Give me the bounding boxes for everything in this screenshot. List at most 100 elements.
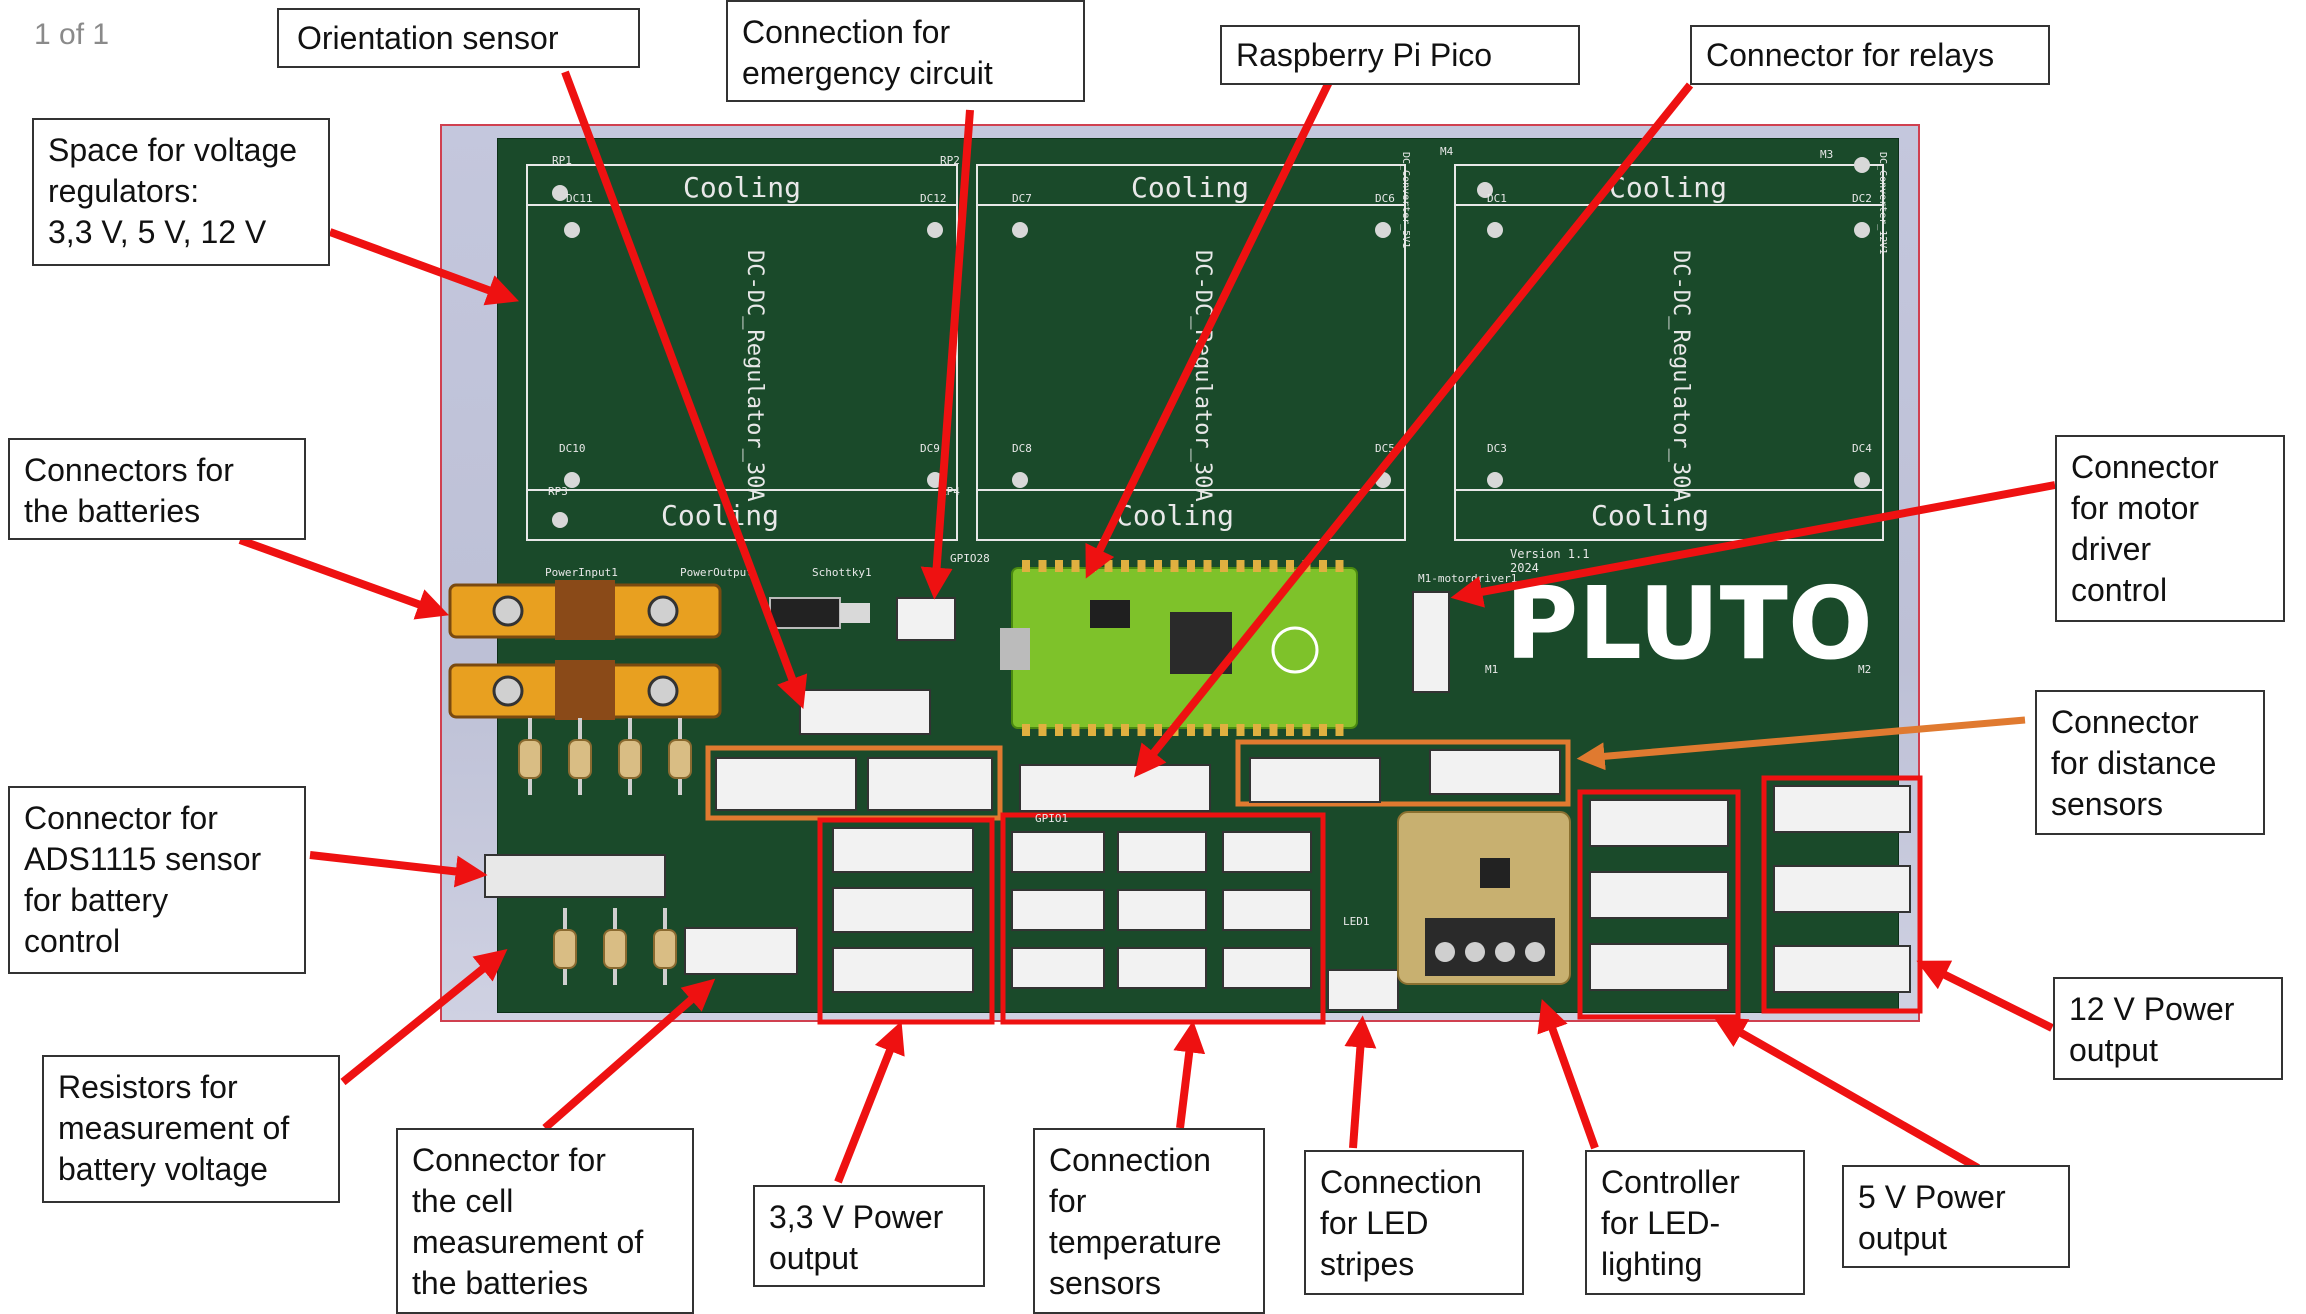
cooling-label: Cooling: [683, 171, 801, 204]
port-connector: [1222, 947, 1312, 989]
callout-orientation-sensor: Orientation sensor: [277, 8, 640, 68]
resistor: [618, 718, 642, 795]
distance-sensor-group: [705, 739, 1571, 821]
resistor: [568, 718, 592, 795]
callout-motor-driver: Connector for motor driver control: [2055, 435, 2285, 622]
callout-emergency-circuit: Connection for emergency circuit: [726, 0, 1085, 102]
raspberry-pi-pico: [1000, 567, 1358, 729]
pico-pin: [1319, 560, 1327, 572]
designator-label: DC4: [1852, 442, 1872, 455]
pico-pin: [1055, 560, 1063, 572]
pico-pin: [1286, 560, 1294, 572]
pico-pin: [1187, 560, 1195, 572]
callout-voltage-regulators: Space for voltage regulators: 3,3 V, 5 V…: [32, 118, 330, 266]
power-input-label: PowerInput1: [545, 566, 618, 579]
pico-pin: [1335, 560, 1344, 572]
cell-measurement-connector: [684, 927, 798, 975]
led-controller: [1397, 811, 1571, 985]
regulator-name: DC-DC_Regulator_30A: [1190, 250, 1215, 502]
callout-ads1115: Connector for ADS1115 sensor for battery…: [8, 786, 306, 974]
port-connector: [1117, 889, 1207, 931]
regulator-name: DC-DC_Regulator_30A: [742, 250, 767, 502]
brand-logo: PLUTO: [1505, 565, 1873, 682]
cooling-label: Cooling: [1591, 499, 1709, 532]
pico-pin: [1220, 560, 1228, 572]
led1-label: LED1: [1343, 915, 1370, 928]
regulator-bay-2: Cooling Cooling DC-DC_Regulator_30A DC7 …: [976, 152, 1411, 541]
regulator-bay-3: Cooling Cooling DC-DC_Regulator_30A DC1 …: [1440, 145, 1888, 541]
port-connector: [1117, 947, 1207, 989]
designator-label: M4: [1440, 145, 1454, 158]
pico-pin: [1022, 560, 1030, 572]
designator-label: DC9: [920, 442, 940, 455]
port-connector: [1222, 831, 1312, 873]
port-connector: [1589, 799, 1729, 847]
port-connector: [832, 887, 974, 933]
led-stripe-connector: [1327, 969, 1399, 1011]
emergency-connector: [896, 597, 956, 641]
pico-pin: [1319, 724, 1327, 736]
pico-pin: [1022, 724, 1030, 736]
callout-distance-sensors: Connector for distance sensors: [2035, 690, 2265, 835]
designator-label: DC11: [566, 192, 593, 205]
port-connector: [1589, 943, 1729, 991]
resistor: [518, 718, 542, 795]
designator-label: DC7: [1012, 192, 1032, 205]
callout-power-12v: 12 V Power output: [2053, 977, 2283, 1080]
gpio28-label: GPIO28: [950, 552, 990, 565]
pico-pin: [1071, 560, 1080, 572]
port-connector: [1773, 945, 1911, 993]
pico-pin: [1335, 724, 1344, 736]
callout-temperature: Connection for temperature sensors: [1033, 1128, 1265, 1314]
regulator-name: DC-DC_Regulator_30A: [1668, 250, 1693, 502]
port-connector: [1222, 889, 1312, 931]
pico-pin: [1038, 724, 1047, 736]
distance-sensor-arrow: [1576, 716, 2026, 771]
pico-pin: [1302, 724, 1311, 736]
pico-pin: [1286, 724, 1294, 736]
callout-cell-measurement: Connector for the cell measurement of th…: [396, 1128, 694, 1314]
pico-pin: [1203, 724, 1212, 736]
temperature-highlight: [1000, 812, 1326, 1025]
pico-pin: [1236, 560, 1245, 572]
regulator-bay-1: Cooling Cooling DC-DC_Regulator_30A RP1 …: [526, 154, 960, 541]
designator-label: DC10: [559, 442, 586, 455]
power-12v-highlight: [1761, 775, 1923, 1014]
ads1115-connector: [484, 854, 666, 898]
pico-pin: [1203, 560, 1212, 572]
pico-pin: [1154, 560, 1162, 572]
pico-pin: [1253, 560, 1261, 572]
pico-pin: [1253, 724, 1261, 736]
port-connector: [1011, 947, 1105, 989]
pico-pin: [1154, 724, 1162, 736]
designator-label: M2: [1858, 663, 1871, 676]
power-3v3-highlight: [817, 817, 995, 1025]
designator-label: RP3: [548, 485, 568, 498]
cooling-label: Cooling: [1609, 171, 1727, 204]
pico-pin: [1088, 724, 1096, 736]
schottky-label: Schottky1: [812, 566, 872, 579]
port-connector: [1773, 865, 1911, 913]
orientation-sensor-connector: [799, 689, 931, 735]
page-indicator: 1 of 1: [34, 18, 110, 51]
power-output-label: PowerOutput: [680, 566, 753, 579]
resistor: [603, 908, 627, 985]
callout-resistors: Resistors for measurement of battery vol…: [42, 1055, 340, 1203]
resistor: [668, 718, 692, 795]
port-connector: [1011, 831, 1105, 873]
cooling-label: Cooling: [1116, 499, 1234, 532]
battery-connectors: PowerInput1 PowerOutput Schottky1: [448, 566, 872, 720]
port-connector: [1117, 831, 1207, 873]
callout-led-controller: Controller for LED- lighting: [1585, 1150, 1805, 1295]
pico-pin: [1137, 560, 1146, 572]
motor-driver-connector: [1412, 591, 1450, 693]
pico-pin: [1055, 724, 1063, 736]
designator-label: DC3: [1487, 442, 1507, 455]
resistor: [653, 908, 677, 985]
pico-pin: [1137, 724, 1146, 736]
pico-pin: [1121, 724, 1129, 736]
designator-label: RP2: [940, 154, 960, 167]
port-connector: [1589, 871, 1729, 919]
port-connector: [1773, 785, 1911, 833]
designator-label: DC12: [920, 192, 947, 205]
